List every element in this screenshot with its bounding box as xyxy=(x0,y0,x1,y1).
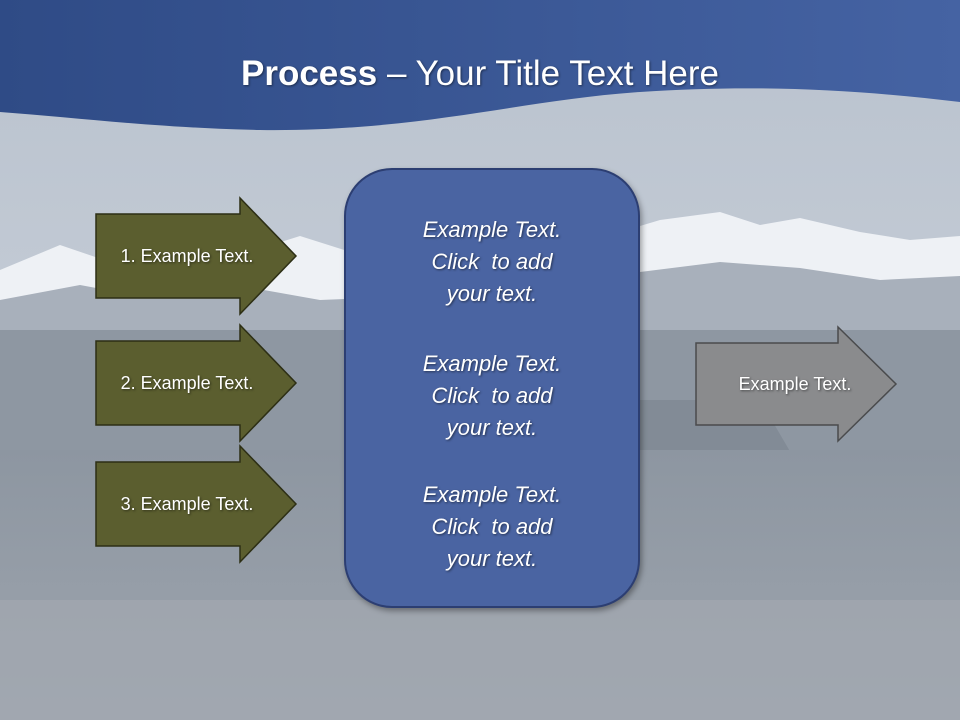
paragraph-line: Click to add xyxy=(431,249,553,274)
title-rest: – Your Title Text Here xyxy=(377,54,719,93)
paragraph-line: your text. xyxy=(446,281,538,306)
slide-title: Process – Your Title Text Here xyxy=(0,52,960,96)
center-paragraph-3: Example Text. Click to add your text. xyxy=(346,479,638,575)
paragraph-line: Example Text. xyxy=(422,217,562,242)
paragraph-line: Click to add xyxy=(431,383,553,408)
arrow-label-right: Example Text. xyxy=(738,374,852,394)
arrow-shape-right xyxy=(695,325,898,443)
header-band xyxy=(0,0,960,131)
center-paragraph-1: Example Text. Click to add your text. xyxy=(346,214,638,310)
paragraph-line: your text. xyxy=(446,546,538,571)
arrow-shape-2 xyxy=(95,323,298,443)
center-text-box: Example Text. Click to add your text. Ex… xyxy=(344,168,640,608)
paragraph-line: Example Text. xyxy=(422,482,562,507)
center-paragraph-2: Example Text. Click to add your text. xyxy=(346,348,638,444)
paragraph-line: Example Text. xyxy=(422,351,562,376)
arrow-shape-1 xyxy=(95,196,298,316)
title-strong: Process xyxy=(241,54,378,93)
paragraph-line: Click to add xyxy=(431,514,553,539)
arrow-label-2: 2. Example Text. xyxy=(120,373,254,393)
arrow-label-3: 3. Example Text. xyxy=(120,494,254,514)
arrow-shape-3 xyxy=(95,444,298,564)
paragraph-line: your text. xyxy=(446,415,538,440)
arrow-label-1: 1. Example Text. xyxy=(120,246,254,266)
